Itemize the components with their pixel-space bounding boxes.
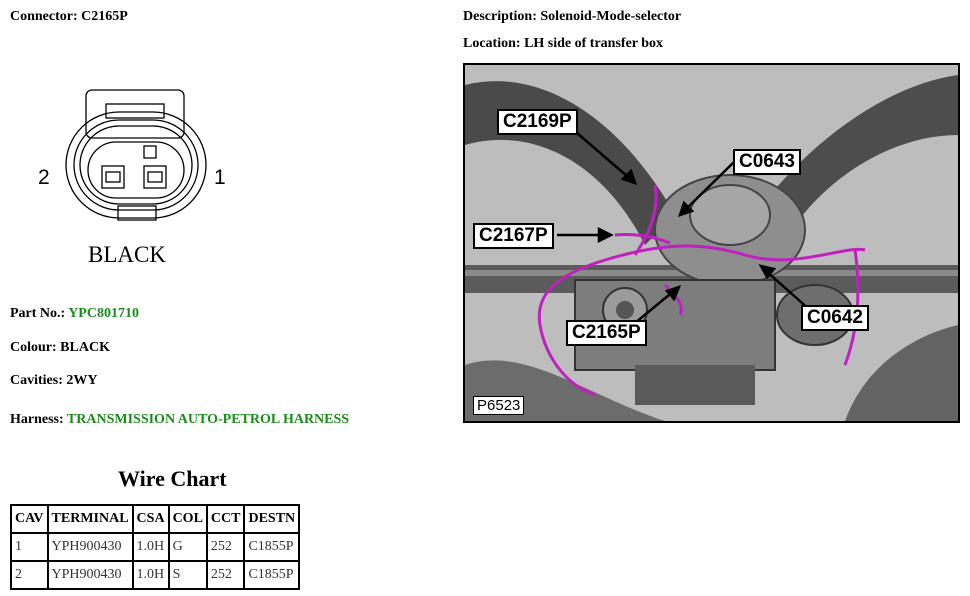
header-col: COL bbox=[167, 504, 208, 534]
colour-line: Colour: BLACK bbox=[10, 340, 110, 356]
callout-c2165p: C2165P bbox=[566, 320, 647, 346]
callout-c0643: C0643 bbox=[733, 149, 801, 175]
connector-line: Connector: C2165P bbox=[10, 9, 128, 25]
cell-terminal: YPH900430 bbox=[46, 532, 134, 562]
location-value: LH side of transfer box bbox=[524, 36, 664, 51]
part-no-label: Part No.: bbox=[10, 306, 66, 321]
location-line: Location: LH side of transfer box bbox=[463, 36, 663, 52]
colour-value: BLACK bbox=[60, 340, 110, 355]
cell-cct: 252 bbox=[205, 560, 246, 590]
wire-chart-table: CAV TERMINAL CSA COL CCT DESTN 1 YPH9004… bbox=[10, 504, 301, 590]
part-no-value: YPC801710 bbox=[68, 306, 139, 321]
connector-value: C2165P bbox=[81, 9, 128, 24]
cell-cav: 2 bbox=[10, 560, 49, 590]
connector-color-label: BLACK bbox=[88, 242, 166, 267]
callout-c0642: C0642 bbox=[801, 305, 869, 331]
harness-value: TRANSMISSION AUTO-PETROL HARNESS bbox=[66, 412, 350, 427]
description-label: Description: bbox=[463, 9, 537, 24]
harness-label: Harness: bbox=[10, 412, 64, 427]
header-terminal: TERMINAL bbox=[46, 504, 134, 534]
header-destn: DESTN bbox=[243, 504, 301, 534]
cell-csa: 1.0H bbox=[131, 532, 170, 562]
cavities-value: 2WY bbox=[66, 373, 98, 388]
table-row: 1 YPH900430 1.0H G 252 C1855P bbox=[10, 532, 301, 562]
cell-destn: C1855P bbox=[243, 532, 301, 562]
cell-cct: 252 bbox=[205, 532, 246, 562]
colour-label: Colour: bbox=[10, 340, 57, 355]
cell-col: S bbox=[167, 560, 208, 590]
header-cct: CCT bbox=[205, 504, 246, 534]
cavities-label: Cavities: bbox=[10, 373, 63, 388]
location-photo: C2169P C0643 C2167P C2165P C0642 P6523 bbox=[463, 63, 960, 423]
pin-2-label: 2 bbox=[38, 166, 50, 189]
cell-terminal: YPH900430 bbox=[46, 560, 134, 590]
photo-plate-number: P6523 bbox=[473, 396, 525, 415]
location-label: Location: bbox=[463, 36, 521, 51]
harness-line: Harness: TRANSMISSION AUTO-PETROL HARNES… bbox=[10, 412, 349, 428]
part-no-line: Part No.: YPC801710 bbox=[10, 306, 139, 322]
callout-c2169p: C2169P bbox=[497, 109, 578, 135]
connector-label: Connector: bbox=[10, 9, 78, 24]
cell-csa: 1.0H bbox=[131, 560, 170, 590]
callout-c2167p: C2167P bbox=[473, 223, 554, 249]
description-line: Description: Solenoid-Mode-selector bbox=[463, 9, 681, 25]
cavities-line: Cavities: 2WY bbox=[10, 373, 98, 389]
header-cav: CAV bbox=[10, 504, 49, 534]
cell-destn: C1855P bbox=[243, 560, 301, 590]
cell-col: G bbox=[167, 532, 208, 562]
table-row: 2 YPH900430 1.0H S 252 C1855P bbox=[10, 560, 301, 590]
header-csa: CSA bbox=[131, 504, 170, 534]
pin-1-label: 1 bbox=[214, 166, 226, 189]
wire-chart-title: Wire Chart bbox=[118, 466, 227, 491]
description-value: Solenoid-Mode-selector bbox=[540, 9, 682, 24]
table-header-row: CAV TERMINAL CSA COL CCT DESTN bbox=[10, 504, 301, 534]
connector-face-diagram: 2 1 BLACK bbox=[38, 89, 226, 267]
cell-cav: 1 bbox=[10, 532, 49, 562]
